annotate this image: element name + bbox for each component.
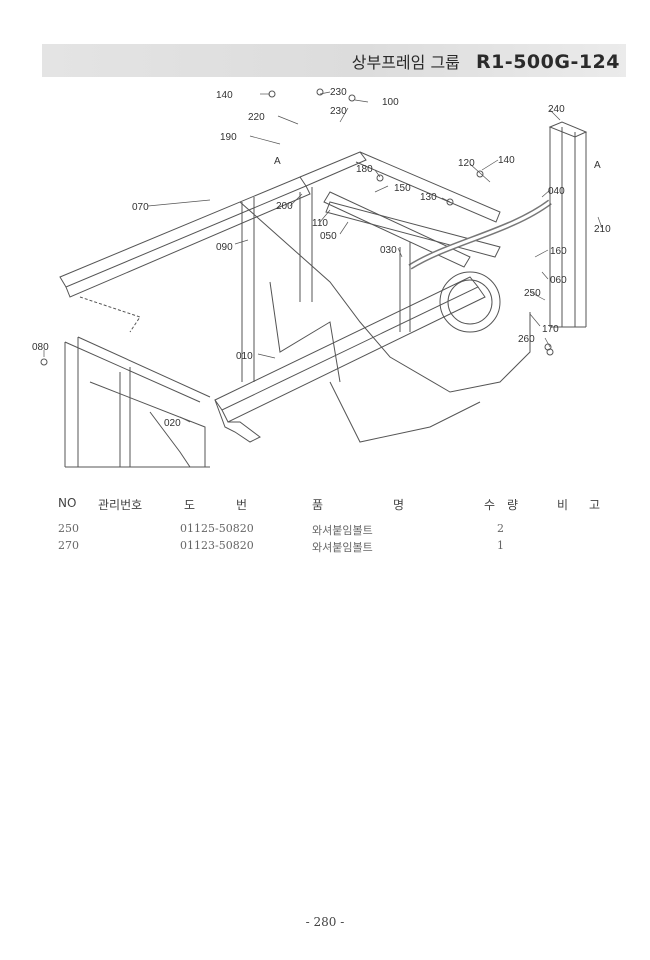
callout-210: 210: [594, 224, 611, 235]
col-management-number: 관리번호: [98, 498, 143, 512]
callout-240: 240: [548, 104, 565, 115]
callout-060: 060: [550, 275, 567, 286]
group-code: R1-500G-124: [475, 51, 620, 73]
callout-160: 160: [550, 246, 567, 257]
callout-220: 220: [248, 112, 265, 123]
callout-110: 110: [312, 218, 328, 229]
callout-190: 190: [220, 132, 237, 143]
col-drawing-2: 번: [236, 498, 248, 512]
group-name: 상부프레임 그룹: [351, 53, 460, 72]
callout-010: 010: [236, 351, 253, 362]
callout-020: 020: [164, 418, 181, 429]
callout-030: 030: [380, 245, 397, 256]
row-drawing: 01125-50820: [180, 522, 254, 535]
callout-040: 040: [548, 186, 565, 197]
row-name: 와셔붙임볼트: [312, 541, 373, 554]
col-note-1: 비: [557, 498, 569, 512]
callout-090: 090: [216, 242, 233, 253]
parts-diagram: 140 230 230 100 220 190 240 120 140 180 …: [32, 87, 611, 468]
callout-a-right: A: [594, 160, 601, 171]
col-name-1: 품: [312, 498, 324, 512]
callout-080: 080: [32, 342, 49, 353]
col-note-2: 고: [589, 498, 601, 512]
page-title: 상부프레임 그룹 R1-500G-124: [352, 49, 620, 73]
callout-150: 150: [394, 183, 411, 194]
table-row: 270 01123-50820 와셔붙임볼트 1: [0, 539, 650, 554]
row-drawing: 01123-50820: [180, 539, 254, 552]
callout-130: 130: [420, 192, 437, 203]
callout-230-b: 230: [330, 106, 347, 117]
parts-table-header: NO 관리번호 도 번 품 명 수 량 비 고: [0, 496, 650, 512]
callout-070: 070: [132, 202, 149, 213]
row-no: 270: [58, 539, 79, 552]
callout-140-a: 140: [216, 90, 233, 101]
col-qty-1: 수: [484, 498, 496, 512]
callout-260: 260: [518, 334, 535, 345]
callout-180: 180: [356, 164, 373, 175]
callout-170: 170: [542, 324, 559, 335]
callout-a-left: A: [274, 156, 281, 167]
callout-200: 200: [276, 201, 293, 212]
page-number: - 280 -: [305, 915, 345, 929]
table-row: 250 01125-50820 와셔붙임볼트 2: [0, 522, 650, 537]
callout-050: 050: [320, 231, 337, 242]
col-no: NO: [58, 496, 77, 510]
row-qty: 2: [497, 522, 504, 535]
col-qty-2: 량: [507, 498, 519, 512]
header-bar: [42, 44, 626, 77]
callout-250: 250: [524, 288, 541, 299]
callout-100: 100: [382, 97, 399, 108]
row-name: 와셔붙임볼트: [312, 524, 373, 537]
col-drawing-1: 도: [184, 498, 196, 512]
row-qty: 1: [497, 539, 504, 552]
callout-120: 120: [458, 158, 475, 169]
row-no: 250: [58, 522, 79, 535]
callout-140-b: 140: [498, 155, 515, 166]
col-name-2: 명: [393, 498, 405, 512]
callout-230-a: 230: [330, 87, 347, 98]
